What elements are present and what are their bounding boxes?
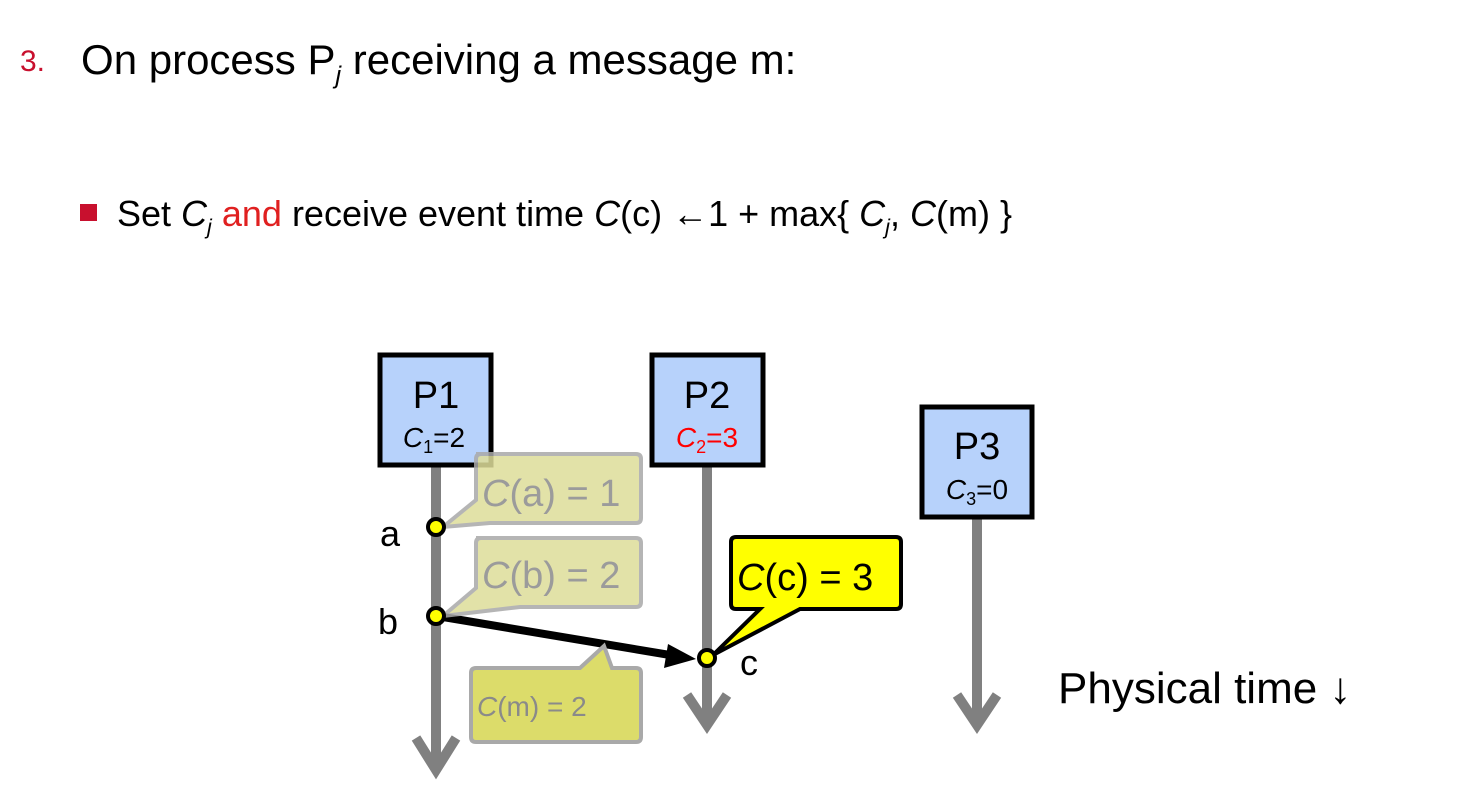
- event-c-dot: [697, 648, 717, 668]
- assign-arrow-icon: ←: [672, 193, 709, 234]
- event-b-dot: [426, 606, 446, 626]
- timeline-p3: [952, 518, 1002, 735]
- bullet-c-sub: j: [207, 214, 212, 240]
- step-number: 3.: [20, 45, 46, 78]
- bullet-receive: receive event time: [281, 193, 595, 234]
- process-p3: P3 C3=0: [919, 404, 1035, 520]
- process-p3-clock: C3=0: [946, 474, 1008, 509]
- process-p2: P2 C2=3: [649, 352, 766, 468]
- event-c-label: c: [740, 642, 758, 683]
- event-b-label: b: [378, 601, 398, 642]
- callout-ca: C(a) = 1: [436, 452, 643, 530]
- callout-cc-text: C(c) = 3: [737, 557, 873, 599]
- physical-time-label: Physical time ↓: [1058, 664, 1351, 713]
- bullet-set: Set: [117, 193, 182, 234]
- bullet-comma: ,: [889, 193, 910, 234]
- bullet-c: C: [181, 193, 208, 234]
- bullet-cj-sub: j: [885, 214, 890, 240]
- bullet-cm-rest: (m) }: [935, 193, 1012, 234]
- process-p1-clock: C1=2: [403, 422, 465, 457]
- callout-cm-text: C(m) = 2: [477, 691, 587, 722]
- callout-cm: C(m) = 2: [469, 642, 643, 744]
- heading-suffix: receiving a message m:: [341, 36, 797, 83]
- callout-ca-text: C(a) = 1: [482, 473, 620, 515]
- process-p1-label: P1: [413, 375, 459, 417]
- bullet-cj-c: C: [859, 193, 886, 234]
- callout-cc: C(c) = 3: [711, 535, 903, 657]
- message-arrow: [436, 612, 696, 668]
- heading-subscript: j: [335, 61, 342, 90]
- slide-heading: 3. On process Pj receiving a message m:: [20, 32, 796, 103]
- bullet-cc-rest: (c): [620, 193, 673, 234]
- bullet-one-plus: 1 + max{: [708, 193, 860, 234]
- callout-cb-text: C(b) = 2: [482, 555, 620, 597]
- timeline-p2: [682, 466, 732, 735]
- process-p1: P1 C1=2: [377, 352, 494, 468]
- heading-prefix: On process P: [81, 36, 336, 83]
- bullet-cm-c: C: [909, 193, 936, 234]
- process-p2-label: P2: [684, 375, 730, 417]
- callout-cb: C(b) = 2: [436, 536, 643, 619]
- process-p2-clock: C2=3: [676, 422, 738, 457]
- event-a-label: a: [380, 513, 401, 554]
- bullet-cc-c: C: [594, 193, 621, 234]
- process-p3-label: P3: [954, 426, 1000, 468]
- bullet-rule: Set Cj and receive event time C(c) ←1 + …: [80, 190, 1012, 251]
- bullet-square-icon: [80, 204, 97, 221]
- event-a-dot: [426, 517, 446, 537]
- bullet-and: and: [211, 193, 282, 234]
